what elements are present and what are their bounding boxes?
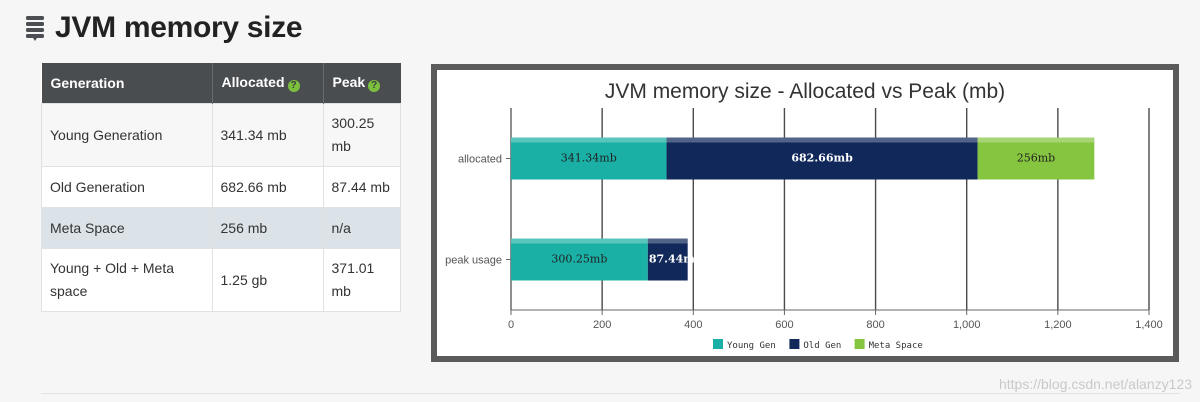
bar-data-label: 682.66mb [791, 152, 853, 165]
cell-generation: Meta Space [41, 207, 213, 249]
bar-highlight [511, 238, 648, 244]
memory-chart-panel: JVM memory size - Allocated vs Peak (mb)… [431, 64, 1179, 362]
divider [41, 393, 1180, 394]
header-peak: Peak? [323, 63, 401, 104]
x-tick-label: 0 [508, 319, 514, 331]
chart-title: JVM memory size - Allocated vs Peak (mb) [605, 80, 1005, 103]
legend-swatch [854, 339, 865, 349]
bar-highlight [666, 137, 978, 143]
legend-label: Old Gen [803, 341, 841, 351]
bar-segment [977, 137, 1095, 180]
bar-data-label: 341.34mb [561, 152, 617, 165]
x-tick-label: 600 [775, 319, 793, 331]
legend-swatch [789, 339, 800, 349]
bar-segment [666, 137, 978, 180]
cell-peak: 371.01 mb [322, 248, 401, 312]
bar-highlight [647, 238, 688, 244]
cell-peak: 87.44 mb [322, 166, 401, 208]
cell-allocated: 341.34 mb [211, 103, 324, 167]
x-tick-label: 1,200 [1044, 319, 1072, 331]
bar-data-label: 87.44mb [649, 253, 703, 266]
table-row: Young + Old + Meta space 1.25 gb 371.01 … [41, 248, 401, 312]
chart-legend[interactable]: Young Gen Old Gen Meta Space [713, 339, 923, 351]
y-tick-label: allocated [458, 154, 502, 166]
cell-allocated: 682.66 mb [211, 166, 324, 208]
header-peak-label: Peak [332, 74, 366, 90]
table-header-row: Generation Allocated? Peak? [41, 63, 401, 104]
legend-label: Meta Space [869, 341, 923, 351]
cell-peak: n/a [322, 207, 401, 249]
x-tick-label: 1,000 [953, 319, 981, 331]
header-generation-label: Generation [50, 75, 125, 91]
y-tick-label: peak usage [445, 255, 502, 267]
header-allocated-label: Allocated [221, 74, 285, 90]
x-tick-label: 800 [866, 319, 884, 331]
bar-segment [647, 238, 688, 281]
table-row: Meta Space 256 mb n/a [41, 207, 401, 249]
table-row: Old Generation 682.66 mb 87.44 mb [41, 166, 401, 208]
bar-segment [511, 238, 648, 281]
watermark-text: https://blog.csdn.net/alanzy123 [998, 376, 1192, 392]
cell-peak: 300.25 mb [322, 103, 401, 167]
header-generation: Generation [41, 63, 213, 104]
cell-allocated: 256 mb [211, 207, 324, 249]
memory-table: Generation Allocated? Peak? Young Genera… [41, 63, 401, 312]
legend-swatch [713, 339, 723, 349]
memory-chart: JVM memory size - Allocated vs Peak (mb)… [445, 80, 1163, 351]
header-allocated: Allocated? [212, 63, 324, 104]
legend-label: Young Gen [727, 341, 776, 351]
bar-highlight [977, 137, 1095, 143]
section-header: JVM memory size [24, 10, 303, 46]
database-stack-icon [24, 14, 46, 42]
bar-highlight [511, 137, 667, 143]
cell-allocated: 1.25 gb [211, 248, 324, 312]
x-tick-label: 200 [593, 319, 611, 331]
bar-segment [511, 137, 667, 180]
x-tick-label: 1,400 [1135, 319, 1163, 331]
help-icon[interactable]: ? [368, 80, 381, 92]
bar-data-label: 256mb [1017, 152, 1055, 165]
cell-generation: Old Generation [41, 166, 213, 208]
x-tick-label: 400 [684, 319, 702, 331]
page-title: JVM memory size [55, 11, 303, 44]
cell-generation: Young + Old + Meta space [41, 248, 213, 312]
cell-generation: Young Generation [41, 103, 213, 167]
chart-bars: 341.34mb 682.66mb 256mb 300.25mb 87.44mb [511, 137, 1095, 281]
table-row: Young Generation 341.34 mb 300.25 mb [41, 103, 401, 167]
chart-axes: 0 200 400 600 800 1,000 1,200 1,400 allocated pea… [445, 108, 1163, 331]
help-icon[interactable]: ? [287, 80, 300, 92]
bar-data-label: 300.25mb [551, 253, 607, 266]
